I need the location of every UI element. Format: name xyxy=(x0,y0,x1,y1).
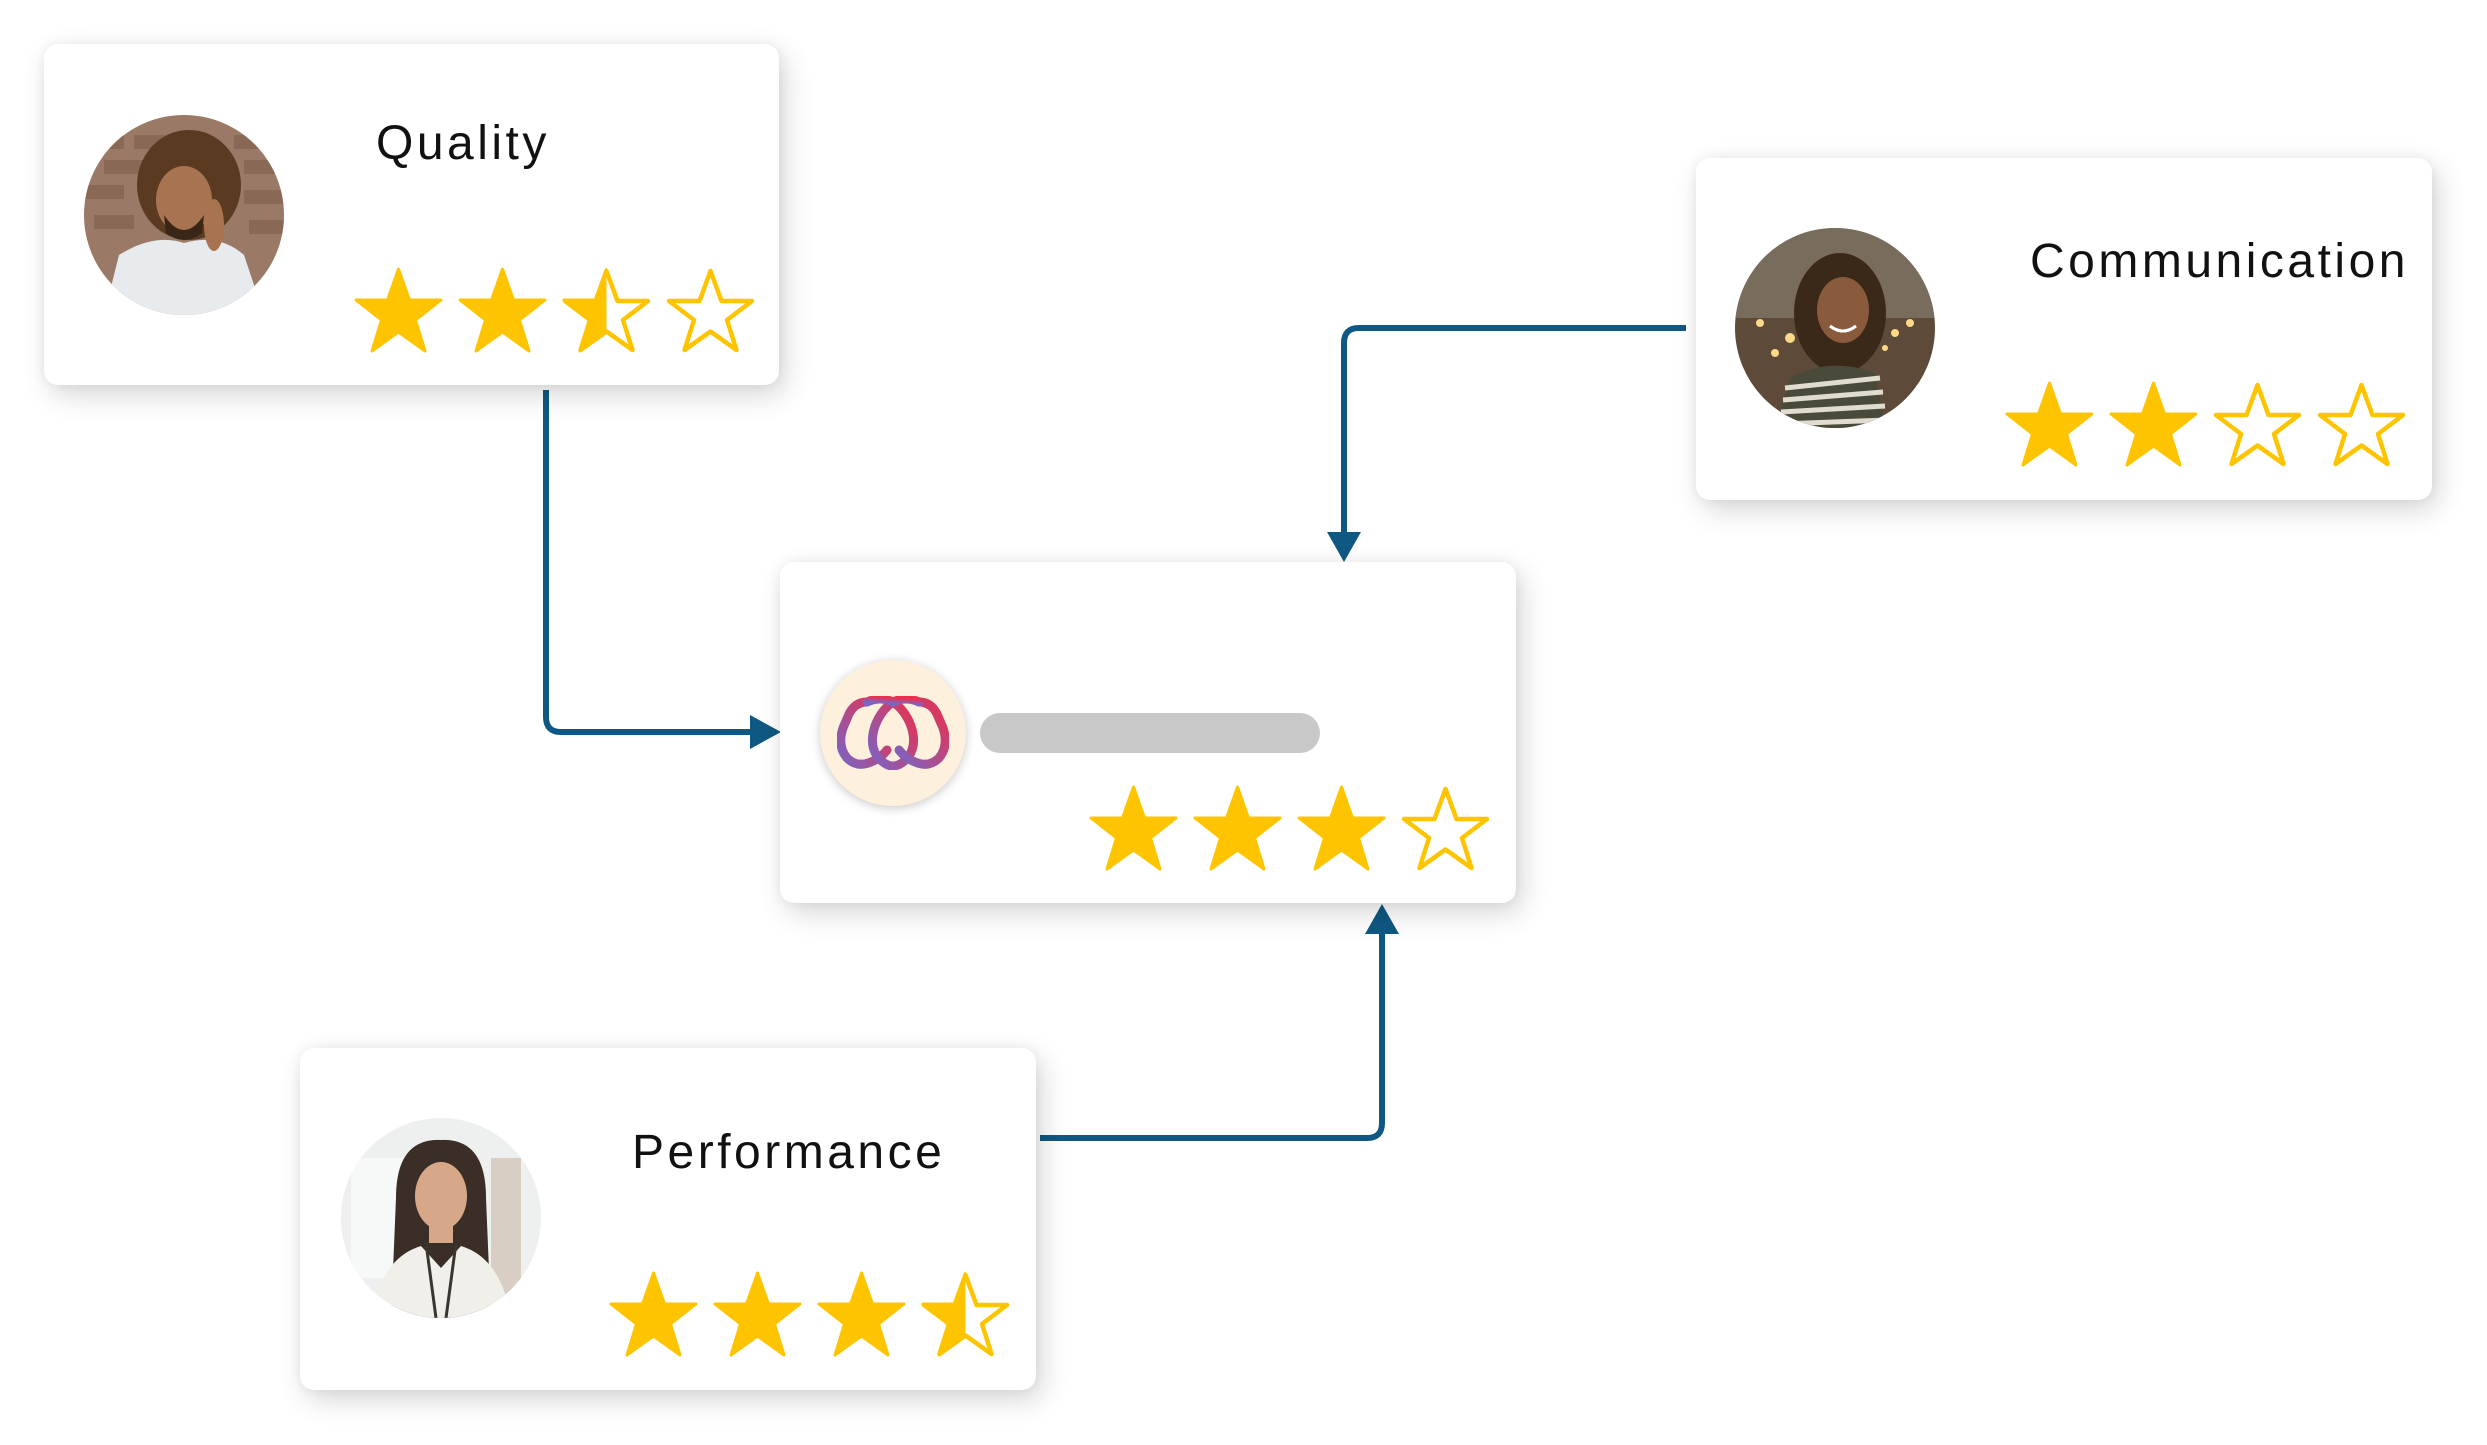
star-full-icon xyxy=(1296,784,1387,872)
star-half-icon xyxy=(920,1270,1011,1358)
connector-quality-to-summary xyxy=(543,390,752,735)
communication-card[interactable]: Communication xyxy=(1696,158,2432,500)
quality-avatar xyxy=(84,115,284,315)
performance-avatar xyxy=(341,1118,541,1318)
communication-title: Communication xyxy=(2030,235,2409,288)
star-full-icon xyxy=(2108,380,2199,468)
star-half-icon xyxy=(561,266,652,354)
star-full-icon xyxy=(712,1270,803,1358)
arrow-right-icon xyxy=(750,715,781,749)
connector-communication-to-summary xyxy=(1341,325,1686,534)
brand-logo xyxy=(820,660,966,806)
star-full-icon xyxy=(1192,784,1283,872)
star-full-icon xyxy=(816,1270,907,1358)
performance-title: Performance xyxy=(632,1126,946,1179)
person-photo-icon xyxy=(1735,228,1935,428)
star-full-icon xyxy=(2004,380,2095,468)
arrow-down-icon xyxy=(1327,532,1361,562)
communication-avatar xyxy=(1735,228,1935,428)
quality-rating xyxy=(353,266,756,354)
star-empty-icon xyxy=(2316,380,2407,468)
arrow-up-icon xyxy=(1365,904,1399,934)
quality-card[interactable]: Quality xyxy=(44,44,779,385)
person-photo-icon xyxy=(84,115,284,315)
connector-performance-to-summary xyxy=(1040,932,1385,1141)
name-placeholder-bar xyxy=(980,713,1320,753)
summary-card[interactable] xyxy=(780,562,1516,903)
communication-rating xyxy=(2004,380,2407,468)
star-empty-icon xyxy=(665,266,756,354)
brand-logo-icon xyxy=(837,696,949,770)
star-full-icon xyxy=(353,266,444,354)
star-full-icon xyxy=(1088,784,1179,872)
performance-card[interactable]: Performance xyxy=(300,1048,1036,1390)
star-empty-icon xyxy=(2212,380,2303,468)
summary-rating xyxy=(1088,784,1491,872)
person-photo-icon xyxy=(341,1118,541,1318)
star-full-icon xyxy=(457,266,548,354)
quality-title: Quality xyxy=(376,117,550,170)
star-full-icon xyxy=(608,1270,699,1358)
star-empty-icon xyxy=(1400,784,1491,872)
performance-rating xyxy=(608,1270,1011,1358)
